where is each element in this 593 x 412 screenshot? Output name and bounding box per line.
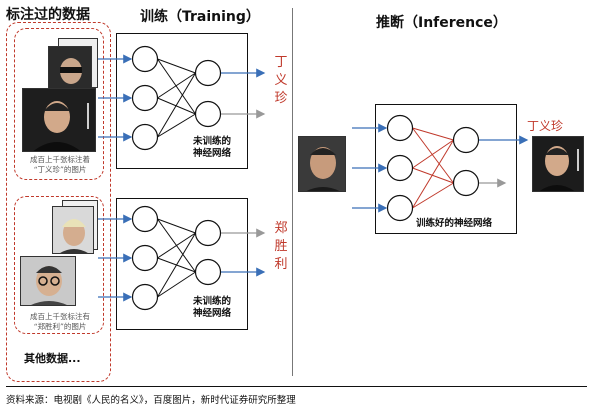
caption-line: 成百上千张标注有 bbox=[30, 312, 90, 321]
network-connection bbox=[157, 72, 196, 99]
network-connection bbox=[412, 139, 454, 209]
source-note: 资料来源：电视剧《人民的名义》，百度图片，新时代证券研究所整理 bbox=[6, 395, 296, 406]
network-node bbox=[194, 59, 222, 87]
network-node bbox=[131, 84, 159, 112]
label-line: 神经网络 bbox=[192, 308, 231, 319]
photo-ding-poster bbox=[22, 88, 96, 152]
photo-inference-output bbox=[532, 136, 584, 192]
network-node bbox=[194, 258, 222, 286]
network-connection bbox=[157, 232, 196, 298]
network-connection bbox=[412, 127, 454, 184]
label-line: 未训练的 bbox=[192, 296, 231, 307]
trained-network-label: 训练好的神经网络 bbox=[415, 218, 492, 229]
other-data-label: 其他数据... bbox=[24, 352, 81, 365]
network-node bbox=[452, 126, 480, 154]
network-node bbox=[386, 154, 414, 182]
photo-zheng-blond bbox=[52, 206, 94, 254]
output-char: 丁 bbox=[274, 55, 288, 70]
network-node bbox=[131, 205, 159, 233]
photo-inference-input bbox=[298, 136, 346, 192]
network-connection bbox=[412, 182, 454, 209]
caption-line: “丁义珍”的图片 bbox=[33, 165, 87, 174]
network-connection bbox=[412, 139, 454, 169]
network-connection bbox=[157, 72, 196, 138]
network-node bbox=[386, 194, 414, 222]
group-zheng-box bbox=[14, 196, 104, 334]
caption-line: “郑胜利”的图片 bbox=[33, 322, 87, 331]
labeled-data-outer-box bbox=[6, 22, 111, 382]
caption-line: 成百上千张标注着 bbox=[30, 155, 90, 164]
network-node bbox=[131, 244, 159, 272]
group-ding-box bbox=[14, 28, 104, 180]
network-connection bbox=[157, 271, 196, 298]
output-char: 珍 bbox=[274, 91, 288, 106]
labeled-data-title: 标注过的数据 bbox=[6, 7, 90, 23]
network-node bbox=[452, 169, 480, 197]
network-connection bbox=[157, 218, 196, 234]
portrait-sketch bbox=[306, 147, 340, 191]
section-divider bbox=[292, 8, 293, 376]
network-node bbox=[194, 219, 222, 247]
network-node bbox=[131, 45, 159, 73]
network-node bbox=[386, 114, 414, 142]
label-line: 未训练的 bbox=[192, 136, 231, 147]
output-char: 义 bbox=[274, 73, 288, 88]
photo-zheng-glasses bbox=[20, 256, 76, 306]
network-node bbox=[131, 283, 159, 311]
network-connection bbox=[412, 127, 454, 141]
group-zheng-caption: 成百上千张标注有 “郑胜利”的图片 bbox=[18, 312, 102, 332]
network-connection bbox=[157, 58, 196, 115]
output-char: 胜 bbox=[274, 239, 288, 254]
network-connection bbox=[412, 167, 454, 184]
inference-output-label: 丁义珍 bbox=[527, 119, 564, 133]
portrait-sketch bbox=[31, 266, 67, 305]
network-connection bbox=[157, 58, 196, 74]
untrained-network-2-label: 未训练的 神经网络 bbox=[182, 296, 242, 320]
portrait-sketch bbox=[539, 146, 579, 191]
training-title: 训练（Training） bbox=[140, 9, 260, 25]
network-node bbox=[131, 123, 159, 151]
output-char: 利 bbox=[274, 257, 288, 272]
group-ding-caption: 成百上千张标注着 “丁义珍”的图片 bbox=[18, 155, 102, 175]
label-line: 神经网络 bbox=[192, 148, 231, 159]
output-zheng-label: 郑 胜 利 bbox=[272, 220, 290, 274]
untrained-network-1-label: 未训练的 神经网络 bbox=[182, 136, 242, 160]
inference-title: 推断（Inference） bbox=[376, 15, 507, 31]
network-layer bbox=[98, 45, 529, 311]
network-connection bbox=[157, 232, 196, 259]
output-char: 郑 bbox=[274, 221, 288, 236]
network-connection bbox=[157, 113, 196, 138]
network-node bbox=[194, 100, 222, 128]
portrait-sketch bbox=[60, 219, 88, 253]
footer-rule bbox=[6, 386, 587, 387]
portrait-sketch bbox=[33, 101, 89, 151]
output-ding-label: 丁 义 珍 bbox=[272, 54, 290, 108]
network-connection bbox=[157, 97, 196, 115]
